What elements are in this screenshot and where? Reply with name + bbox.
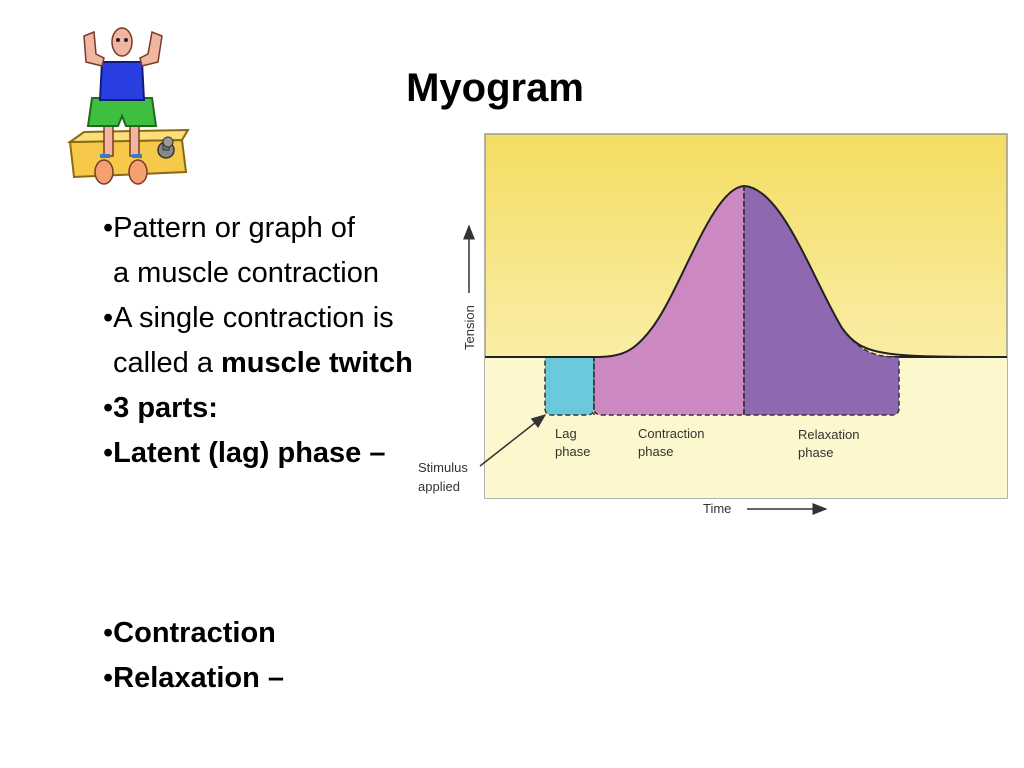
bullet-dot: • <box>103 662 114 694</box>
bullet-latent: •Latent (lag) phase – <box>103 431 483 476</box>
bullet-dot: • <box>103 392 114 424</box>
slide-title: Myogram <box>406 66 584 110</box>
bullet-single-cont: called a muscle twitch <box>103 341 483 386</box>
lag-label-1: Lag <box>555 426 577 441</box>
x-axis-label: Time <box>703 501 731 516</box>
myogram-diagram: Lag phase Contraction phase Relaxation p… <box>415 133 1008 516</box>
bullet-dot: • <box>103 437 114 469</box>
relaxation-label-2: phase <box>798 445 833 460</box>
bullet-pattern: •Pattern or graph of <box>103 212 355 244</box>
lag-label-2: phase <box>555 444 590 459</box>
bullet-relaxation-text: Relaxation – <box>113 662 284 694</box>
bullet-muscle-twitch: muscle twitch <box>221 347 413 379</box>
muscle-man-icon <box>66 27 190 185</box>
stimulus-arrow <box>479 414 547 467</box>
bullet-three-parts-text: 3 parts: <box>113 392 218 424</box>
bullet-list: •Pattern or graph of a muscle contractio… <box>103 206 483 476</box>
contraction-label-2: phase <box>638 444 673 459</box>
stimulus-label-1: Stimulus <box>418 460 468 475</box>
bullet-list-2: •Contraction •Relaxation – <box>103 611 483 701</box>
y-axis-label: Tension <box>462 305 477 350</box>
lag-phase-region <box>544 356 595 416</box>
bullet-dot: • <box>103 617 114 649</box>
bullet-contraction: •Contraction <box>103 611 483 656</box>
bullet-relaxation: •Relaxation – <box>103 656 483 701</box>
bullet-contraction-text: Contraction <box>113 617 276 649</box>
contraction-label-1: Contraction <box>638 426 704 441</box>
twitch-curve <box>485 184 1008 358</box>
bullet-pattern-cont: a muscle contraction <box>113 257 379 289</box>
relaxation-label-1: Relaxation <box>798 427 859 442</box>
bullet-latent-text: Latent (lag) phase – <box>113 437 386 469</box>
bullet-single: •A single contraction is <box>103 302 394 334</box>
stimulus-label-2: applied <box>418 479 460 494</box>
stimulus-label-bg <box>415 458 479 496</box>
bullet-single-plain: called a <box>113 347 222 379</box>
bullet-three-parts: •3 parts: <box>103 386 483 431</box>
